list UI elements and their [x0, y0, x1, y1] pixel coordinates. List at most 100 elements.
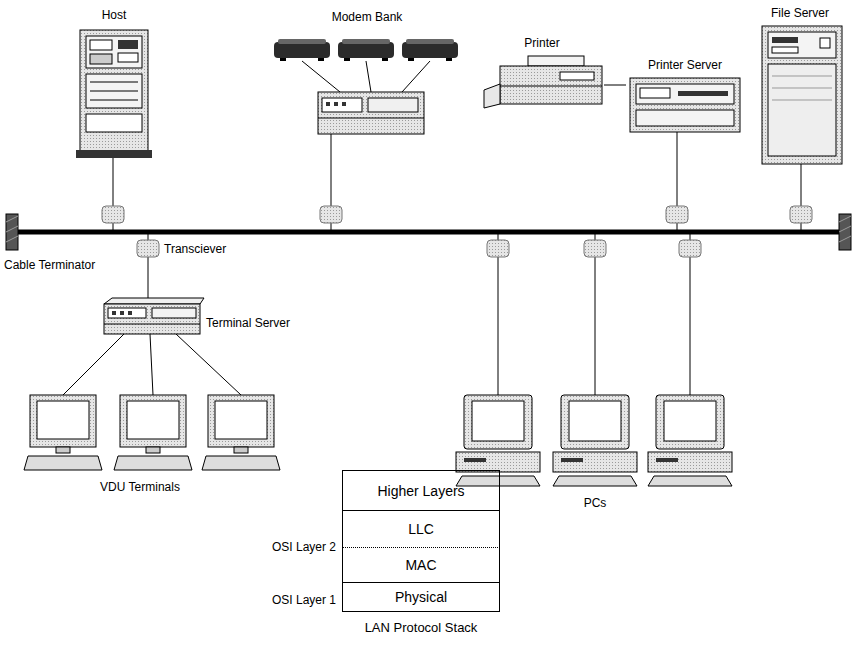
file-server — [772, 76, 832, 77]
cable-terminator — [839, 236, 851, 242]
terminal-wire — [150, 334, 153, 395]
protocol-stack: LAN Protocol StackHigher LayersLLCMACPhy… — [342, 470, 500, 642]
modem-bank — [338, 42, 394, 58]
transceiver — [102, 206, 124, 223]
printer-server — [636, 84, 734, 104]
printer — [528, 56, 584, 66]
connector-line — [604, 85, 626, 86]
label-text: PCs — [584, 496, 607, 510]
terminal-server — [108, 308, 146, 318]
label-slot: PCs — [545, 496, 645, 510]
terminal-wire — [176, 334, 241, 395]
file-server — [772, 47, 798, 53]
personal-computer — [648, 476, 732, 486]
modem-bank — [318, 58, 324, 61]
printer-server — [630, 78, 740, 132]
transceiver — [666, 206, 688, 223]
drop-cable — [690, 234, 691, 240]
file-server — [772, 88, 832, 89]
modem-bank — [278, 39, 326, 44]
vdu-terminal — [234, 447, 248, 453]
host-computer — [76, 150, 152, 158]
personal-computer — [464, 395, 532, 449]
modem-bank — [368, 98, 418, 112]
file-server — [762, 26, 842, 164]
printer — [484, 56, 602, 108]
modem-bank — [402, 42, 458, 58]
modem-bank — [342, 102, 346, 106]
host-computer — [90, 100, 138, 101]
bus-cable — [18, 232, 839, 233]
drop-cable — [498, 257, 499, 395]
terminal-server — [112, 311, 116, 315]
drop-cable — [148, 257, 149, 304]
personal-computer — [561, 458, 583, 462]
transceiver — [137, 240, 159, 257]
host-computer — [90, 91, 138, 92]
layer-text: MAC — [405, 557, 436, 573]
modem-bank — [274, 42, 330, 58]
connector-group — [604, 85, 626, 86]
terminal-server — [104, 324, 200, 325]
vdu-terminal — [127, 401, 179, 439]
device-node: Terminal Server — [100, 296, 297, 338]
transceiver — [679, 240, 701, 257]
drop-cable — [677, 223, 678, 230]
cable-terminator — [6, 226, 18, 232]
printer-server — [630, 78, 740, 132]
drop-cable — [595, 234, 596, 240]
host-computer — [90, 40, 112, 50]
terminal-wire — [63, 334, 241, 395]
personal-computer — [456, 476, 540, 486]
node-caption: Modem Bank — [332, 10, 403, 24]
modem-bank — [366, 61, 371, 92]
terminal-server — [152, 308, 196, 318]
drop-cable — [331, 223, 332, 230]
file-server — [768, 64, 836, 156]
host-computer — [90, 54, 112, 64]
cable-terminator — [839, 226, 851, 232]
label-text: VDU Terminals — [100, 480, 180, 494]
cable-terminator — [6, 214, 18, 250]
label-slot: VDU Terminals — [60, 480, 220, 494]
device-node: Printer — [480, 34, 604, 114]
label-slot: OSI Layer 2 — [216, 540, 336, 554]
host-computer — [118, 53, 138, 62]
personal-computer — [561, 395, 629, 449]
vdu-terminal — [30, 395, 96, 447]
drop-cable — [677, 132, 678, 206]
terminal-server — [128, 311, 132, 315]
modem-bank — [322, 98, 362, 112]
node-caption: Printer Server — [648, 58, 722, 72]
modem-bank — [406, 39, 454, 44]
file-server — [762, 26, 842, 164]
transceiver — [102, 206, 812, 257]
modem-bank — [326, 102, 330, 106]
personal-computer — [656, 395, 724, 449]
modem-bank — [344, 58, 350, 61]
personal-computer — [464, 458, 486, 462]
modem-bank — [274, 39, 458, 134]
printer — [500, 66, 602, 104]
host-computer — [118, 40, 138, 49]
label-text: OSI Layer 1 — [272, 593, 336, 607]
drop-cable — [148, 234, 149, 240]
modem-bank — [318, 118, 424, 119]
vdu-terminal — [37, 401, 89, 439]
node-caption: File Server — [771, 6, 829, 20]
layer-text: LLC — [408, 521, 434, 537]
file-server — [820, 38, 830, 48]
personal-computer — [553, 452, 637, 472]
terminal-server — [104, 298, 204, 334]
drop-cable — [113, 158, 114, 206]
modem-bank — [342, 39, 390, 44]
drop-cable — [113, 223, 114, 230]
layer-text: Higher Layers — [377, 483, 464, 499]
node-caption: LAN Protocol Stack — [365, 620, 478, 636]
drop-cable — [801, 164, 802, 206]
personal-computer — [569, 401, 621, 441]
modem-bank — [318, 92, 424, 134]
